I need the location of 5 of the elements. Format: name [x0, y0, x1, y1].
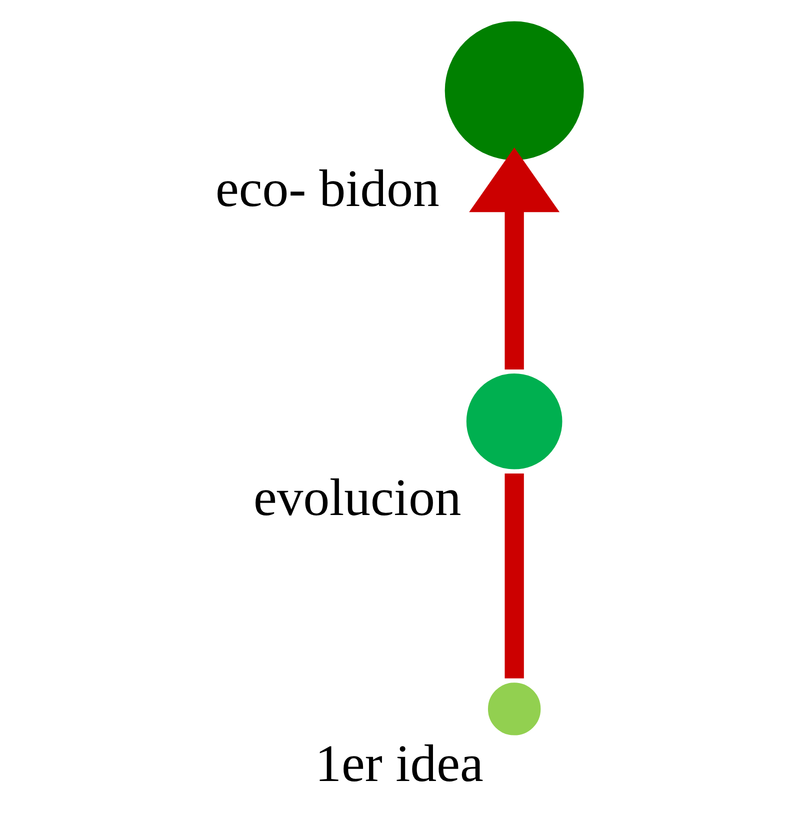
node-label: evolucion: [252, 469, 461, 528]
arrow: [468, 148, 560, 370]
node-label: 1er idea: [314, 735, 483, 794]
node-label: eco- bidon: [214, 160, 439, 218]
connector: [504, 474, 524, 678]
